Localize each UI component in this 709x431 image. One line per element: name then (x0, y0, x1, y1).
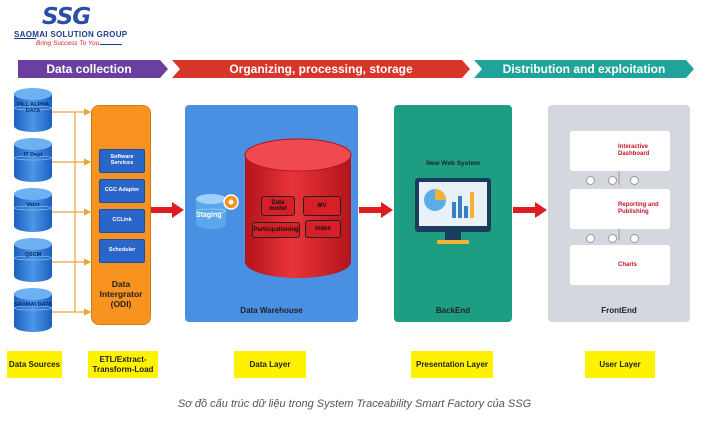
stage-label-processing: Organizing, processing, storage (229, 62, 413, 76)
logo-company-name: SAOMAI SOLUTION GROUP (14, 30, 128, 39)
staging-cylinder (195, 194, 227, 229)
layer-label-presentation: Presentation Layer (411, 351, 493, 378)
stage-label-distribution: Distribution and exploitation (502, 62, 666, 76)
stage-chevron-processing (172, 60, 470, 78)
layer-label-data-sources: Data Sources (7, 351, 62, 378)
dw-box-index: Index (305, 220, 341, 238)
logo-tagline: Bring Success To You (36, 40, 100, 47)
frontend-card-reporting: Reporting and Publishing (570, 189, 670, 229)
etl-box-cgc-adapter: CGC Adapter (99, 179, 145, 203)
logo-divider (100, 44, 122, 45)
etl-title: Data Intergrator (ODI) (99, 279, 143, 309)
figure-caption: Sơ đồ cấu trúc dữ liệu trong System Trac… (177, 398, 532, 410)
staging-label: Staging (196, 212, 222, 219)
frontend-card-label: Reporting and Publishing (618, 202, 659, 215)
frontend-card-label: Charts (618, 261, 638, 268)
connector-dot (630, 176, 639, 185)
dw-box-mv: MV (303, 196, 341, 216)
data-warehouse-title: Data Warehouse (240, 306, 303, 315)
connector-dot (586, 176, 595, 185)
dw-box-participationing: Participationing (252, 222, 300, 238)
frontend-card-label: Interactive Dashboard (618, 144, 650, 157)
stage-label-collection: Data collection (46, 62, 132, 76)
data-source-valor: Valor (26, 202, 40, 208)
etl-box-cclink: CCLink (99, 209, 145, 233)
layer-label-etl: ETL/Extract-Transform-Load (88, 351, 158, 378)
layer-label-user: User Layer (585, 351, 655, 378)
frontend-content: Interactive Dashboard Reporting and Publ… (548, 105, 690, 322)
gear-icon (223, 194, 239, 210)
etl-box-scheduler: Scheduler (99, 239, 145, 263)
connector-dot (608, 234, 617, 243)
data-source-it-dept: IT Dept (23, 152, 43, 158)
etl-block: Software Services CGC Adapter CCLink Sch… (91, 105, 151, 325)
flow-arrows (150, 202, 547, 218)
stage-chevron-distribution (474, 60, 694, 78)
frontend-card-charts: Charts (570, 245, 670, 285)
data-source-cylinders (13, 88, 53, 332)
data-source-pill-alpha: PILL ALPHA DATA (16, 102, 50, 114)
data-source-saomai: SAOMAI DATA (14, 302, 52, 308)
backend-title: BackEnd (435, 306, 471, 315)
logo-divider (14, 38, 36, 39)
source-connectors (52, 108, 92, 316)
backend-system-label: New Web System (426, 160, 480, 167)
dw-box-data-model: Data model (261, 196, 295, 216)
stage-chevron-collection (18, 60, 168, 78)
frontend-card-dashboard: Interactive Dashboard (570, 131, 670, 171)
etl-box-software-services: Software Services (99, 149, 145, 173)
connector-dot (608, 176, 617, 185)
layer-label-data-layer: Data Layer (234, 351, 306, 378)
monitor-icon (415, 178, 491, 244)
connector-dot (586, 234, 595, 243)
frontend-title: FrontEnd (601, 306, 637, 315)
data-warehouse-database (244, 138, 352, 278)
connector-dot (630, 234, 639, 243)
logo-mark: SSG (42, 4, 91, 30)
data-source-qscm: QSCM (24, 252, 42, 258)
